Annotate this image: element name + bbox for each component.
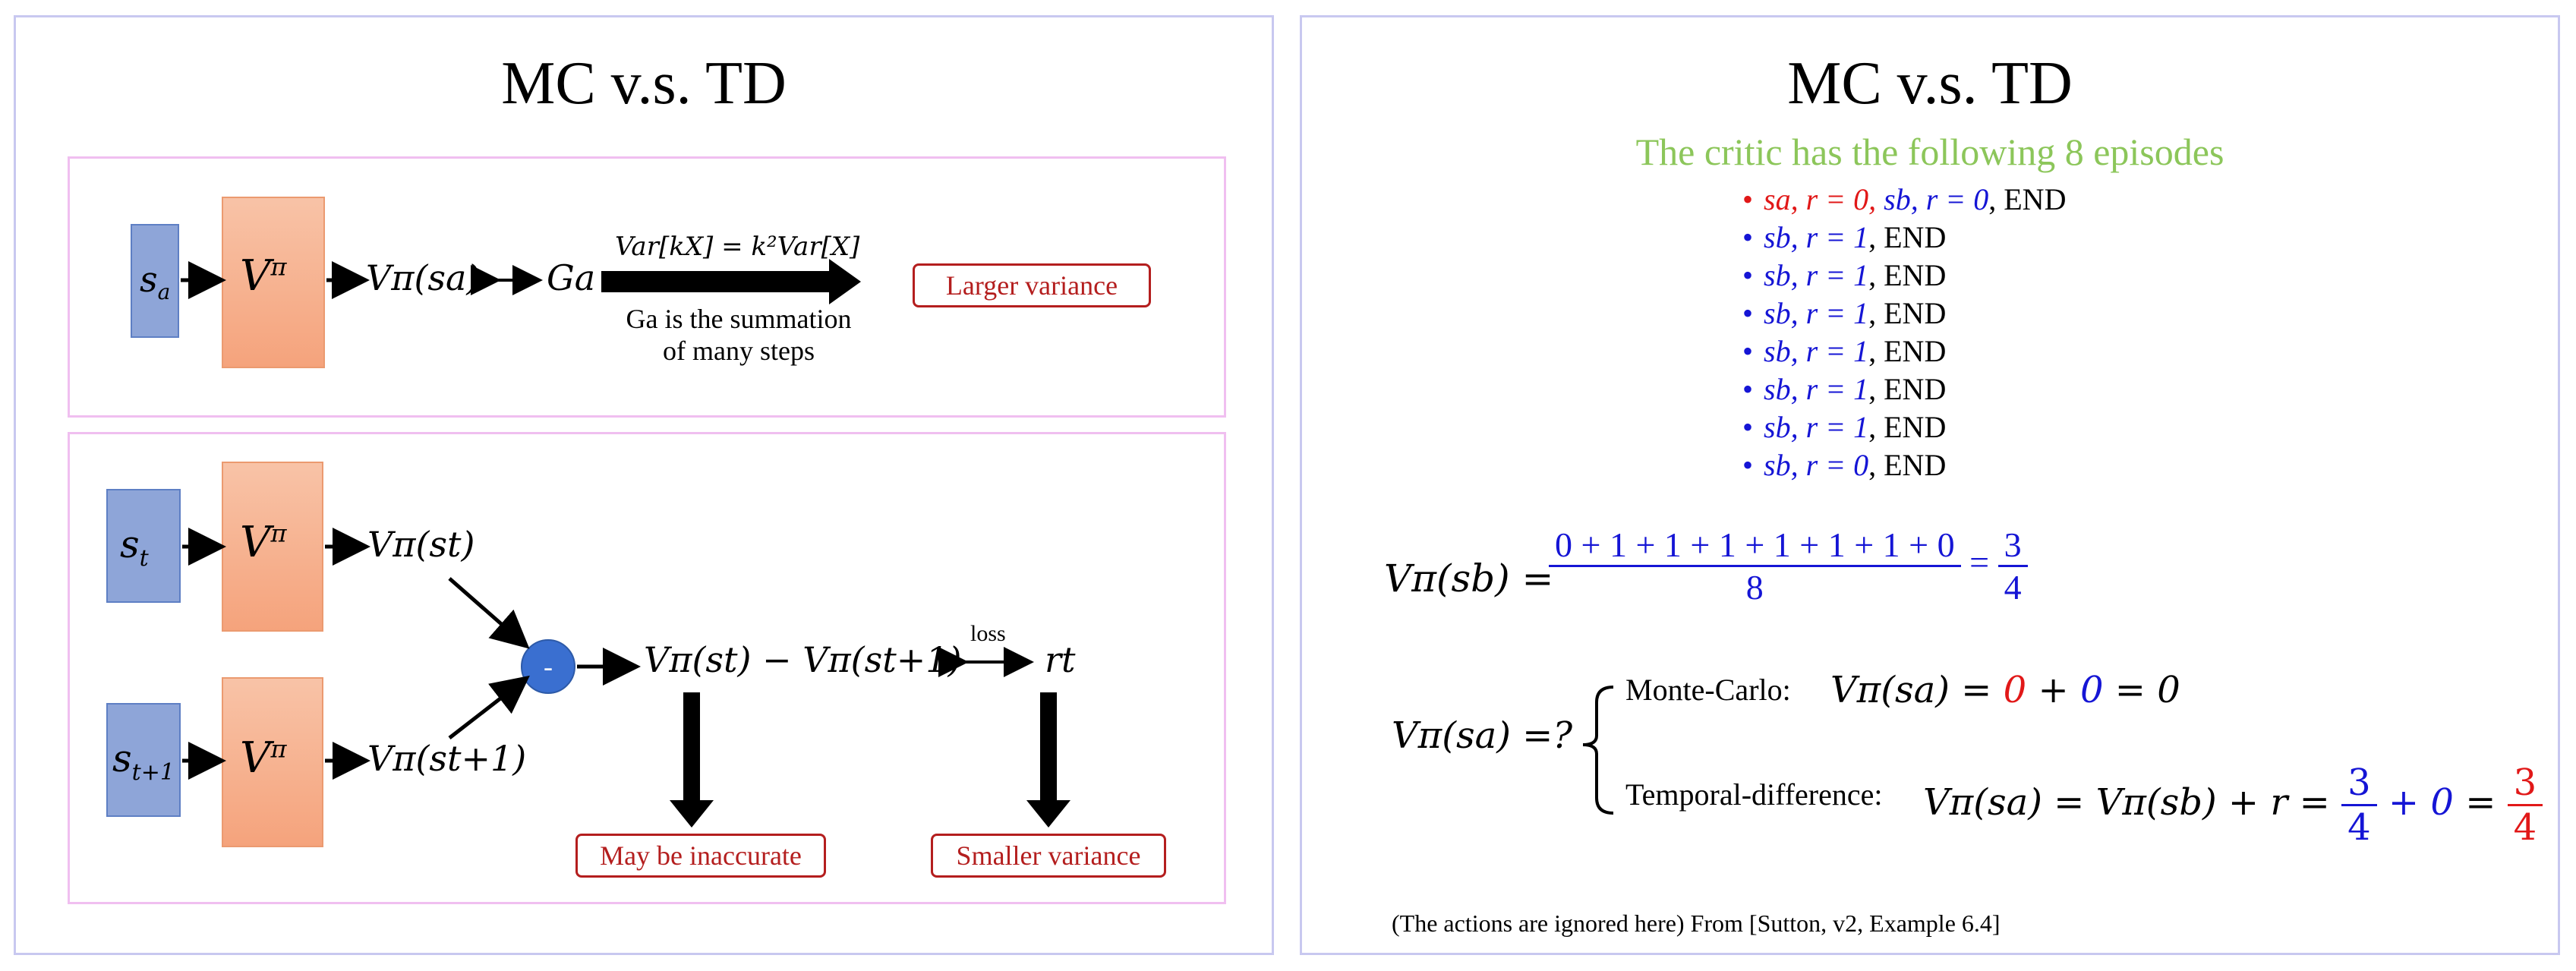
episode-text: , END (1868, 296, 1947, 330)
episode-text: , END (1868, 220, 1947, 254)
episode-text: , END (1868, 448, 1947, 482)
episode-text: sb, r = 1 (1764, 258, 1869, 292)
episode-text: sb, r = 0 (1884, 182, 1989, 216)
td-output-bottom: Vπ(st+1) (367, 738, 527, 779)
mc-panel: sa Vπ Vπ(sa) Ga Var[kX] = k²Var[X] Ga is… (68, 156, 1226, 418)
left-slide-title: MC v.s. TD (501, 50, 787, 117)
mc-note: Ga is the summation of many steps (626, 304, 852, 366)
episode-text: , END (1868, 334, 1947, 368)
minus-operator: - (521, 639, 575, 694)
episode-text: sb, r = 1 (1764, 220, 1869, 254)
right-slide-title: MC v.s. TD (1787, 50, 2073, 117)
td-arrows (182, 528, 1070, 828)
episode-item: • sb, r = 1, END (1742, 333, 2066, 370)
episode-item: • sb, r = 1, END (1742, 257, 2066, 295)
left-slide: MC v.s. TD sa Vπ Vπ(sa) Ga Var[kX] = k²V… (14, 15, 1274, 955)
bullet-icon: • (1742, 372, 1754, 406)
td-panel: st st+1 Vπ Vπ Vπ(st) Vπ(st+1) - Vπ(st) −… (68, 432, 1226, 904)
value-function-label-td-bottom: Vπ (240, 733, 287, 783)
variance-equation: Var[kX] = k²Var[X] (615, 232, 860, 262)
choice-brace (1582, 686, 1614, 815)
state-sa-box: sa (131, 224, 179, 338)
mc-return-label: Ga (547, 257, 596, 298)
td-difference: Vπ(st) − Vπ(st+1) (644, 639, 962, 680)
bullet-icon: • (1742, 334, 1754, 368)
monte-carlo-label: Monte-Carlo: (1625, 673, 1791, 707)
source-footnote: (The actions are ignored here) From [Sut… (1392, 910, 2001, 937)
episode-text: sb, r = 1 (1764, 372, 1869, 406)
bullet-icon: • (1742, 448, 1754, 482)
state-st1-label: st+1 (112, 736, 175, 786)
episode-item: • sb, r = 1, END (1742, 408, 2066, 446)
state-st1-box: st+1 (106, 703, 181, 817)
state-st-box: st (106, 489, 181, 603)
episode-item: • sb, r = 1, END (1742, 295, 2066, 333)
larger-variance-callout: Larger variance (913, 263, 1151, 307)
bullet-icon: • (1742, 410, 1754, 444)
td-output-top: Vπ(st) (367, 524, 475, 565)
vsb-numerator: 0 + 1 + 1 + 1 + 1 + 1 + 1 + 0 (1549, 525, 1961, 567)
vsb-equals: = (1969, 543, 1990, 582)
mc-output-label: Vπ(sa) (366, 257, 481, 298)
episode-text: , END (1868, 410, 1947, 444)
episode-text: sb, r = 0 (1764, 448, 1869, 482)
episode-item: • sa, r = 0, sb, r = 0, END (1742, 181, 2066, 219)
episode-item: • sb, r = 1, END (1742, 219, 2066, 257)
state-st-label: st (120, 522, 149, 572)
value-function-label-td-top: Vπ (240, 518, 287, 567)
bullet-icon: • (1742, 296, 1754, 330)
episode-item: • sb, r = 1, END (1742, 370, 2066, 408)
episode-text: sb, r = 1 (1764, 296, 1869, 330)
bullet-icon: • (1742, 182, 1754, 216)
value-function-box-td-top: Vπ (222, 462, 323, 632)
episode-item: • sb, r = 0, END (1742, 446, 2066, 484)
value-function-label-mc: Vπ (240, 251, 287, 301)
episode-text: sb, r = 1 (1764, 410, 1869, 444)
value-function-box-mc: Vπ (222, 197, 325, 368)
may-be-inaccurate-callout: May be inaccurate (575, 834, 826, 878)
episode-text: sa, r = 0, (1764, 182, 1884, 216)
right-slide: MC v.s. TD The critic has the following … (1300, 15, 2560, 955)
mc-arrows (181, 259, 861, 304)
td-reward: rt (1045, 639, 1076, 680)
monte-carlo-equation: Vπ(sa) = 0 + 0 = 0 (1830, 669, 2180, 711)
episode-text: sb, r = 1 (1764, 334, 1869, 368)
vsb-denominator: 8 (1745, 568, 1764, 607)
state-sa-label: sa (140, 259, 171, 305)
temporal-difference-label: Temporal-difference: (1625, 777, 1883, 812)
bullet-icon: • (1742, 220, 1754, 254)
episodes-subtitle: The critic has the following 8 episodes (1635, 131, 2224, 173)
vsb-fraction: 0 + 1 + 1 + 1 + 1 + 1 + 1 + 0 8 = 3 4 (1549, 525, 2028, 607)
vsb-lhs: Vπ(sb) = (1384, 556, 1554, 601)
smaller-variance-callout: Smaller variance (931, 834, 1166, 878)
vsb-result-numerator: 3 (1997, 525, 2028, 567)
temporal-difference-equation: Vπ(sa) = Vπ(sb) + r = 3 4 + 0 = 3 4 (1923, 761, 2543, 849)
episode-list: •sa, r = 0, sb, r = 0, END•sb, r = 1, EN… (1742, 181, 2066, 484)
vsa-question: Vπ(sa) =? (1392, 714, 1573, 757)
episode-text: , END (1988, 182, 2067, 216)
vsb-result-denominator: 4 (2004, 568, 2022, 607)
loss-label: loss (970, 621, 1006, 646)
bullet-icon: • (1742, 258, 1754, 292)
episode-text: , END (1868, 372, 1947, 406)
episode-text: , END (1868, 258, 1947, 292)
